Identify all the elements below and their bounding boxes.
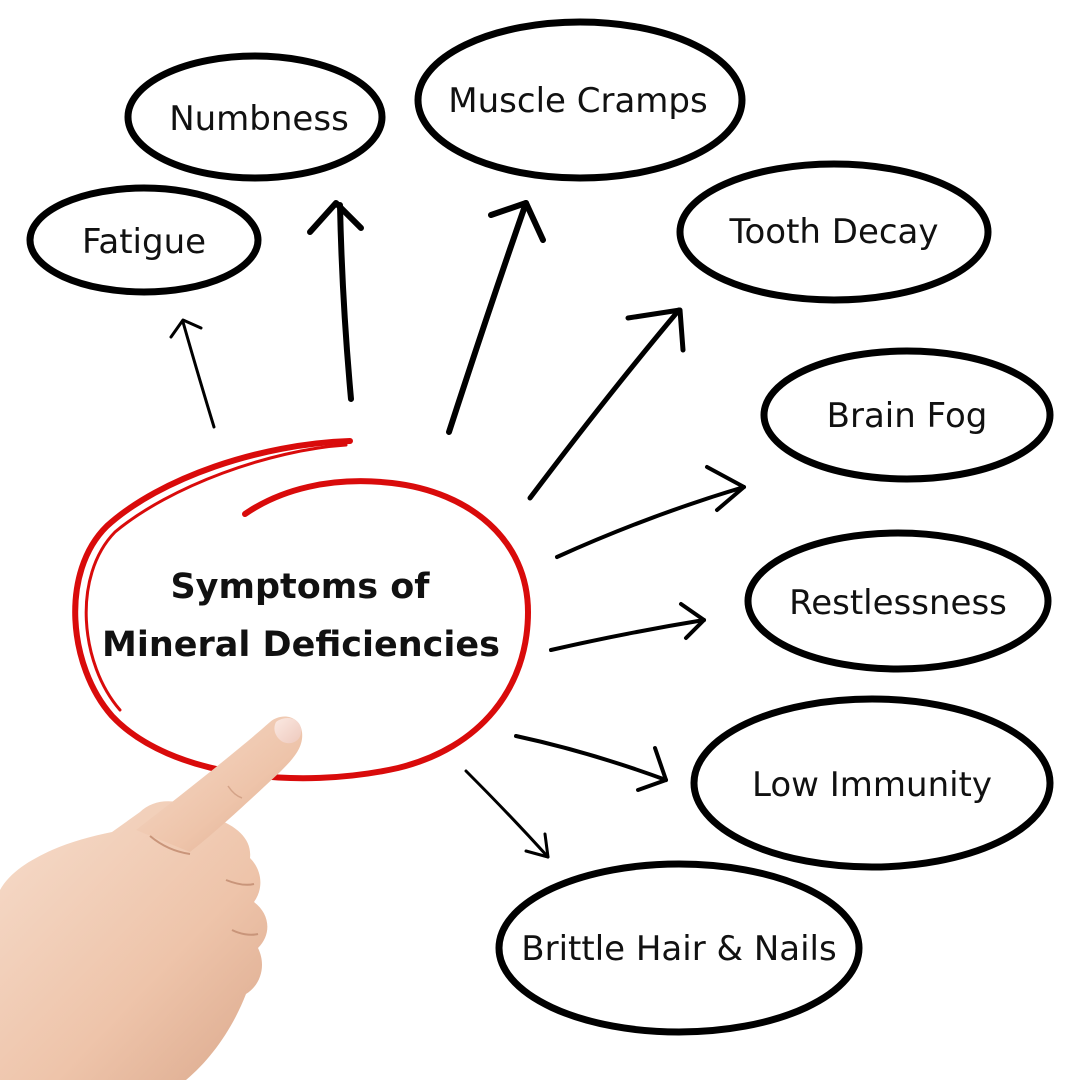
node-low-immunity: Low Immunity: [690, 695, 1054, 871]
brain-fog-oval: [760, 347, 1054, 483]
muscle-cramps-oval: [414, 18, 746, 182]
numbness-oval: [124, 52, 386, 182]
numbness-label: Numbness: [169, 99, 349, 139]
brittle-hair-nails-label: Brittle Hair & Nails: [521, 929, 836, 969]
pointing-hand-icon: [0, 716, 303, 1080]
arrow-to-muscle-cramps: [446, 200, 546, 435]
node-tooth-decay: Tooth Decay: [676, 160, 992, 304]
restlessness-label: Restlessness: [789, 583, 1007, 623]
arrow-to-brain-fog: [555, 465, 746, 559]
fatigue-label: Fatigue: [82, 222, 206, 262]
center-title-line2: Mineral Deficiencies: [102, 625, 500, 665]
node-brittle-hair-nails: Brittle Hair & Nails: [495, 860, 863, 1036]
brain-fog-label: Brain Fog: [827, 396, 988, 436]
fatigue-oval: [26, 184, 262, 296]
low-immunity-oval: [690, 695, 1054, 871]
node-numbness: Numbness: [124, 52, 386, 182]
tooth-decay-label: Tooth Decay: [728, 212, 938, 252]
arrow-to-numbness: [307, 200, 364, 402]
restlessness-oval: [744, 529, 1052, 673]
arrow-to-restlessness: [549, 602, 706, 652]
node-fatigue: Fatigue: [26, 184, 262, 296]
arrow-to-brittle-hair-nails: [464, 769, 550, 859]
center-topic: Symptoms of Mineral Deficiencies: [102, 567, 500, 665]
center-red-loop: [72, 438, 532, 782]
tooth-decay-oval: [676, 160, 992, 304]
arrow-to-low-immunity: [514, 734, 668, 792]
node-restlessness: Restlessness: [744, 529, 1052, 673]
muscle-cramps-label: Muscle Cramps: [448, 81, 707, 121]
center-title-line1: Symptoms of: [170, 567, 430, 607]
node-muscle-cramps: Muscle Cramps: [414, 18, 746, 182]
arrow-to-tooth-decay: [527, 307, 686, 501]
node-brain-fog: Brain Fog: [760, 347, 1054, 483]
low-immunity-label: Low Immunity: [752, 765, 992, 805]
arrow-to-fatigue: [169, 318, 216, 429]
brittle-hair-nails-oval: [495, 860, 863, 1036]
